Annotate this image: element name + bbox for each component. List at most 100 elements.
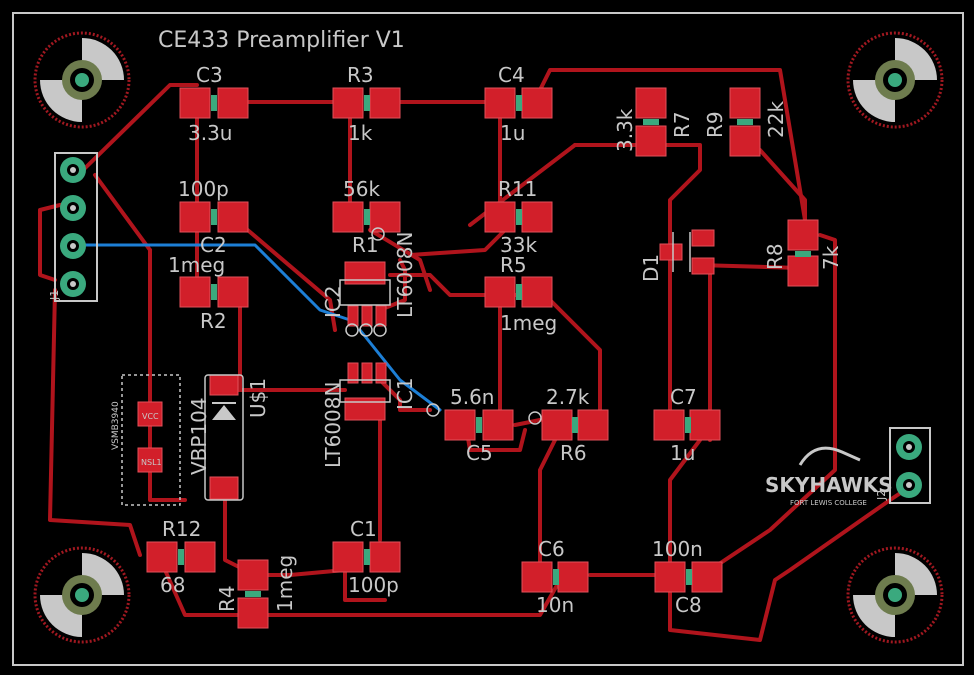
value-r6: 2.7k <box>546 385 590 409</box>
value-r3: 1k <box>348 121 373 145</box>
mounting-hole-top-left <box>33 31 131 129</box>
label-vsmb: VSMB3940 <box>111 401 121 450</box>
label-c8: C8 <box>675 593 702 617</box>
vsmb-pad-1 <box>137 401 163 427</box>
value-r7: 3.3k <box>613 108 637 152</box>
value-r1: 56k <box>343 177 380 201</box>
r11-pad-1 <box>484 201 516 233</box>
r9-pad-1 <box>729 87 761 119</box>
c3-pad-1 <box>179 87 211 119</box>
d1-pad-2 <box>691 257 715 275</box>
label-ic1: IC1 <box>393 377 417 410</box>
mounting-hole-bottom-right <box>846 546 944 644</box>
r12-pad-1 <box>146 541 178 573</box>
label-c7: C7 <box>670 385 697 409</box>
label-r1: R1 <box>352 233 379 257</box>
label-r2: R2 <box>200 309 227 333</box>
r2-pad-2 <box>217 276 249 308</box>
r5-pad-1 <box>484 276 516 308</box>
c6-pad-1 <box>521 561 553 593</box>
part-outlines <box>121 232 691 506</box>
r4-pad-1 <box>237 559 269 591</box>
value-r2: 1meg <box>168 253 225 277</box>
r8-pad-1 <box>787 219 819 251</box>
c5-pad-2 <box>482 409 514 441</box>
mounting-hole-bottom-left <box>33 546 131 644</box>
value-r9: 22k <box>764 101 788 138</box>
r6-pad-2 <box>577 409 609 441</box>
c5-pad-1 <box>444 409 476 441</box>
c1-pad-2 <box>369 541 401 573</box>
value-c3: 3.3u <box>188 121 232 145</box>
r3-pad-1 <box>332 87 364 119</box>
r2-pad-1 <box>179 276 211 308</box>
c2-pad-2 <box>217 201 249 233</box>
d1-pad-3 <box>659 243 683 261</box>
logo-text: SKYHAWKS <box>765 473 893 497</box>
r9-pad-2 <box>729 125 761 157</box>
vsmb-pad-2 <box>137 447 163 473</box>
c4-pad-2 <box>521 87 553 119</box>
r8-pad-2 <box>787 255 819 287</box>
u1-pad-1 <box>209 374 239 396</box>
r7-pad-2 <box>635 125 667 157</box>
r5-pad-2 <box>521 276 553 308</box>
c7-pad-1 <box>653 409 685 441</box>
label-r11: R11 <box>498 177 537 201</box>
silkscreen-labels: CE433 Preamplifier V1 C3 3.3u R3 1k C4 1… <box>48 28 888 617</box>
component-bodies <box>178 95 811 597</box>
value-r5: 1meg <box>500 311 557 335</box>
value-c6: 10n <box>536 593 574 617</box>
logo-subtext: FORT LEWIS COLLEGE <box>790 499 867 507</box>
r4-pad-2 <box>237 597 269 629</box>
r1-pad-2 <box>369 201 401 233</box>
value-c2: 100p <box>178 177 229 201</box>
r11-pad-2 <box>521 201 553 233</box>
r1-pad-1 <box>332 201 364 233</box>
label-c1: C1 <box>350 517 377 541</box>
u1-pad-2 <box>209 476 239 500</box>
value-r12: 68 <box>160 573 185 597</box>
label-r7: R7 <box>670 111 694 138</box>
d1-pad-1 <box>691 229 715 247</box>
label-r5: R5 <box>500 253 527 277</box>
connector-j1 <box>54 152 98 302</box>
ic2-pad-3 <box>375 305 387 327</box>
label-d1: D1 <box>639 254 663 282</box>
r7-pad-1 <box>635 87 667 119</box>
ic1-pad-2 <box>361 362 373 384</box>
c4-pad-1 <box>484 87 516 119</box>
r12-pad-2 <box>184 541 216 573</box>
board-title: CE433 Preamplifier V1 <box>158 28 405 53</box>
ic1-pad-bottom <box>344 397 386 421</box>
value-c5: 5.6n <box>450 385 494 409</box>
value-c1: 100p <box>348 573 399 597</box>
ic2-pad-2 <box>361 305 373 327</box>
value-r11: 33k <box>500 233 537 257</box>
r3-pad-2 <box>369 87 401 119</box>
value-u1: VBP104 <box>187 397 211 475</box>
label-c3: C3 <box>196 63 223 87</box>
label-u1: U$1 <box>246 378 270 418</box>
label-ic2: IC2 <box>321 285 345 318</box>
pads <box>137 87 819 629</box>
label-j1: J1 <box>48 290 61 301</box>
value-c7: 1u <box>670 441 695 465</box>
c8-pad-2 <box>691 561 723 593</box>
ic2-pad-top <box>344 261 386 285</box>
value-c4: 1u <box>500 121 525 145</box>
label-r8: R8 <box>763 243 787 270</box>
skyhawks-logo: SKYHAWKS FORT LEWIS COLLEGE <box>765 446 893 507</box>
traces-top <box>38 68 907 642</box>
label-c4: C4 <box>498 63 525 87</box>
label-r4: R4 <box>215 585 239 612</box>
value-c8: 100n <box>652 537 703 561</box>
ic1-pad-1 <box>347 362 359 384</box>
label-c5: C5 <box>466 441 493 465</box>
c8-pad-1 <box>654 561 686 593</box>
label-r3: R3 <box>347 63 374 87</box>
value-r4: 1meg <box>273 555 297 612</box>
label-r6: R6 <box>560 441 587 465</box>
connector-j2 <box>889 427 931 504</box>
